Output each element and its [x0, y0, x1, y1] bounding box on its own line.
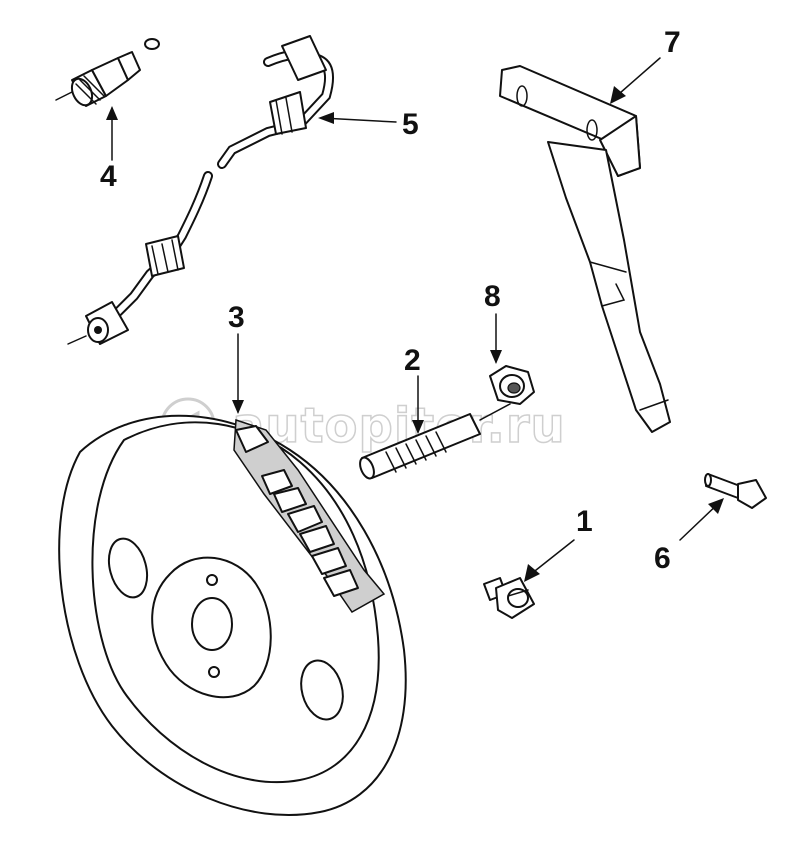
- part-1-bolt: [483, 577, 535, 619]
- part-8-nut: [489, 365, 535, 405]
- callout-7-label: 7: [664, 26, 681, 59]
- callout-3-arrow: [232, 333, 244, 414]
- callout-6-label: 6: [654, 542, 671, 575]
- callout-7-arrow: [610, 57, 661, 104]
- part-6-bolt: [704, 473, 767, 509]
- callout-5-label: 5: [402, 108, 419, 141]
- callout-4-label: 4: [100, 160, 117, 193]
- callout-1-arrow: [524, 539, 575, 582]
- callout-8-arrow: [490, 313, 502, 364]
- part-4-sensor-fitting: [55, 38, 160, 107]
- callout-2-arrow: [412, 375, 424, 434]
- callout-4-arrow: [106, 106, 118, 161]
- callout-5-arrow: [318, 112, 397, 124]
- callout-6-arrow: [679, 498, 724, 541]
- part-5-tube-assembly: [67, 35, 335, 345]
- callout-1-label: 1: [576, 505, 593, 538]
- part-3-gear: [58, 414, 407, 816]
- callout-8-label: 8: [484, 280, 501, 313]
- callout-2-label: 2: [404, 344, 421, 377]
- part-2-stud: [359, 403, 511, 480]
- callout-3-label: 3: [228, 301, 245, 334]
- part-7-bracket: [499, 65, 671, 433]
